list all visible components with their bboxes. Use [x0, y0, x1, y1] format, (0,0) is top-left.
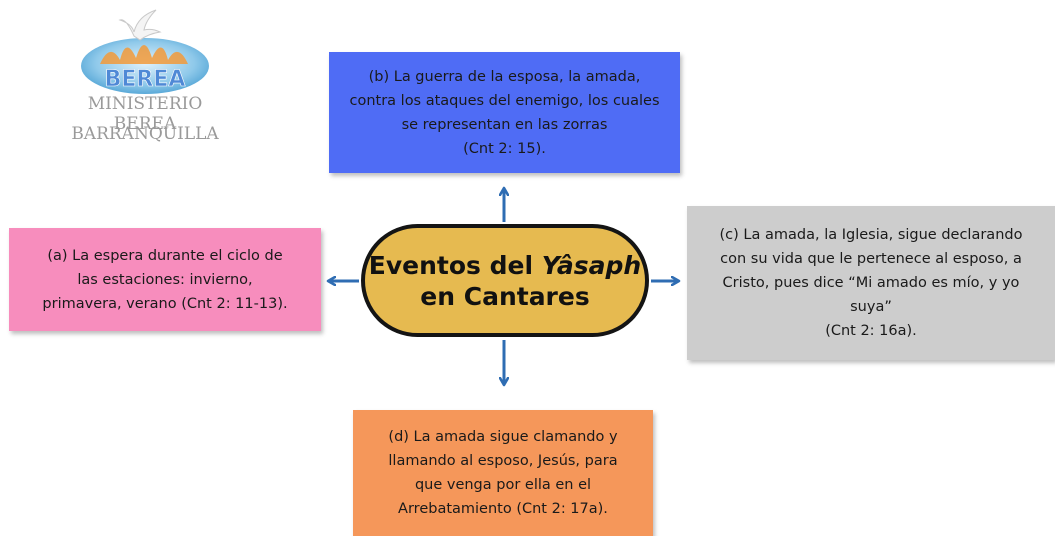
event-box-d-text: (d) La amada sigue clamando y llamando a… — [388, 429, 618, 517]
central-topic-line1: Eventos del Yâsaph — [369, 250, 641, 281]
event-box-b-text: (b) La guerra de la esposa, la amada, co… — [349, 68, 660, 157]
berea-logo-emblem: BEREA — [81, 9, 209, 94]
event-box-c: (c) La amada, la Iglesia, sigue declaran… — [687, 206, 1055, 360]
dove-icon — [118, 9, 162, 41]
event-box-c-text: (c) La amada, la Iglesia, sigue declaran… — [719, 227, 1023, 339]
event-box-a-text: (a) La espera durante el ciclo de las es… — [42, 247, 288, 312]
central-topic-italic-word: Yâsaph — [541, 250, 642, 280]
logo-wordmark: BEREA — [105, 67, 186, 92]
event-box-b: (b) La guerra de la esposa, la amada, co… — [329, 52, 680, 173]
central-topic-node: Eventos del Yâsaph en Cantares — [361, 224, 649, 337]
berea-logo: BEREA MINISTERIO BEREA BARRANQUILLA — [60, 6, 230, 146]
logo-ministry-name: MINISTERIO BEREA — [87, 94, 203, 134]
event-box-d: (d) La amada sigue clamando y llamando a… — [353, 410, 653, 536]
central-topic-prefix: Eventos del — [368, 250, 542, 280]
logo-city-name: BARRANQUILLA — [71, 124, 219, 144]
event-box-a: (a) La espera durante el ciclo de las es… — [9, 228, 321, 331]
central-topic-line2: en Cantares — [420, 281, 590, 311]
flame-shape — [100, 45, 188, 64]
